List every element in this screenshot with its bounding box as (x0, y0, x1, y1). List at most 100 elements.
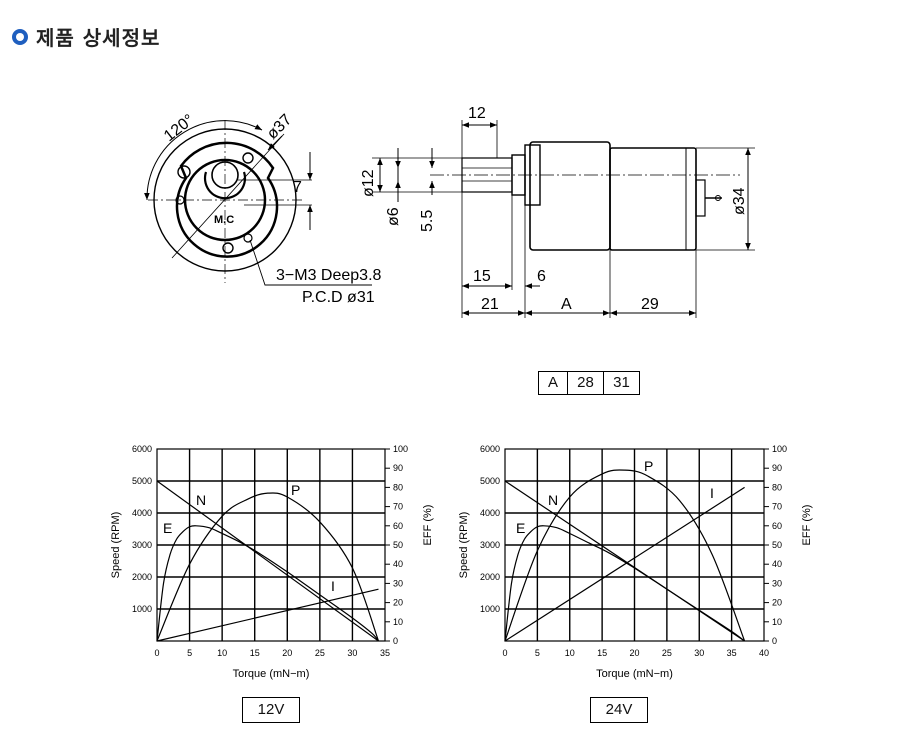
y2-tick-label: 10 (772, 617, 782, 627)
dim-d34: ø34 (731, 187, 748, 215)
y-tick-label: 2000 (480, 572, 500, 582)
y-tick-label: 1000 (132, 604, 152, 614)
y2-tick-label: 50 (772, 540, 782, 550)
a-table-cell-header: A (539, 372, 568, 394)
y2-axis-label: EFF (%) (422, 505, 434, 546)
x-tick-label: 5 (535, 648, 540, 658)
x-tick-label: 20 (629, 648, 639, 658)
diameter-37-label: ø37 (264, 111, 296, 143)
voltage-label-24v: 24V (590, 697, 648, 723)
series-label-e: E (516, 520, 525, 536)
series-label-e: E (163, 520, 172, 536)
dim-15: 15 (473, 268, 491, 285)
y-axis-label: Speed (RPM) (458, 512, 470, 579)
y-tick-label: 6000 (132, 444, 152, 454)
series-label-p: P (644, 458, 653, 474)
x-tick-label: 35 (380, 648, 390, 658)
y2-tick-label: 40 (772, 559, 782, 569)
dim-5-5: 5.5 (419, 210, 436, 232)
dim-A: A (561, 296, 572, 313)
series-line-p (504, 469, 746, 642)
x-axis-label: Torque (mN−m) (233, 668, 310, 680)
y2-tick-label: 50 (393, 540, 403, 550)
side-view (372, 120, 755, 318)
y2-tick-label: 70 (393, 502, 403, 512)
y-tick-label: 3000 (480, 540, 500, 550)
series-label-n: N (548, 492, 558, 508)
mount-hole (243, 233, 253, 243)
mount-hole (242, 152, 254, 164)
x-tick-label: 0 (502, 648, 507, 658)
dim-6: 6 (537, 268, 546, 285)
x-tick-label: 5 (187, 648, 192, 658)
y2-tick-label: 100 (393, 444, 408, 454)
y2-tick-label: 90 (393, 463, 403, 473)
x-tick-label: 10 (565, 648, 575, 658)
y2-tick-label: 20 (393, 598, 403, 608)
y2-tick-label: 0 (772, 636, 777, 646)
series-line-e (504, 525, 745, 642)
y2-tick-label: 0 (393, 636, 398, 646)
y-tick-label: 4000 (132, 508, 152, 518)
y-tick-label: 4000 (480, 508, 500, 518)
section-header: 제품 상세정보 (12, 22, 160, 51)
y2-tick-label: 30 (772, 578, 782, 588)
series-label-i: I (710, 485, 714, 501)
y-tick-label: 3000 (132, 540, 152, 550)
series-label-p: P (291, 482, 300, 498)
y2-tick-label: 100 (772, 444, 787, 454)
x-tick-label: 0 (154, 648, 159, 658)
y-tick-label: 6000 (480, 444, 500, 454)
y-tick-label: 1000 (480, 604, 500, 614)
y2-axis-label: EFF (%) (801, 505, 813, 546)
logo-text: M.C (214, 214, 234, 226)
dim-d6: ø6 (385, 207, 402, 226)
y2-tick-label: 40 (393, 559, 403, 569)
y2-tick-label: 20 (772, 598, 782, 608)
y-tick-label: 5000 (480, 476, 500, 486)
x-tick-label: 20 (282, 648, 292, 658)
y2-tick-label: 60 (772, 521, 782, 531)
mount-hole (222, 242, 234, 254)
series-line-e (156, 525, 379, 642)
dim-21: 21 (481, 296, 499, 313)
y2-tick-label: 30 (393, 578, 403, 588)
circle-bullet-icon (12, 28, 28, 45)
hole-note-line2: P.C.D ø31 (302, 289, 375, 306)
page-title: 제품 상세정보 (36, 26, 161, 50)
series-line-i (504, 486, 745, 642)
y2-tick-label: 90 (772, 463, 782, 473)
series-label-i: I (331, 578, 335, 594)
y2-tick-label: 60 (393, 521, 403, 531)
x-tick-label: 25 (662, 648, 672, 658)
x-axis-label: Torque (mN−m) (596, 668, 673, 680)
series-line-i (156, 588, 379, 642)
hole-note-line1: 3−M3 Deep3.8 (276, 267, 382, 284)
x-tick-label: 15 (250, 648, 260, 658)
x-tick-label: 25 (315, 648, 325, 658)
x-tick-label: 30 (694, 648, 704, 658)
series-line-n (156, 480, 379, 642)
y-axis-label: Speed (RPM) (110, 512, 122, 579)
dim-29: 29 (641, 296, 659, 313)
dim-12: 12 (468, 105, 486, 122)
y2-tick-label: 10 (393, 617, 403, 627)
a-table-cell-28: 28 (568, 372, 604, 394)
y2-tick-label: 80 (772, 482, 782, 492)
flat-7-label: 7 (293, 179, 302, 196)
x-tick-label: 30 (347, 648, 357, 658)
front-view (144, 120, 372, 286)
y-tick-label: 5000 (132, 476, 152, 486)
a-dimension-table: A 28 31 (538, 371, 640, 395)
y2-tick-label: 80 (393, 482, 403, 492)
x-tick-label: 15 (597, 648, 607, 658)
x-tick-label: 40 (759, 648, 769, 658)
series-line-p (156, 492, 380, 642)
series-label-n: N (196, 492, 206, 508)
x-tick-label: 35 (727, 648, 737, 658)
x-tick-label: 10 (217, 648, 227, 658)
dim-d12: ø12 (360, 169, 377, 197)
y2-tick-label: 70 (772, 502, 782, 512)
